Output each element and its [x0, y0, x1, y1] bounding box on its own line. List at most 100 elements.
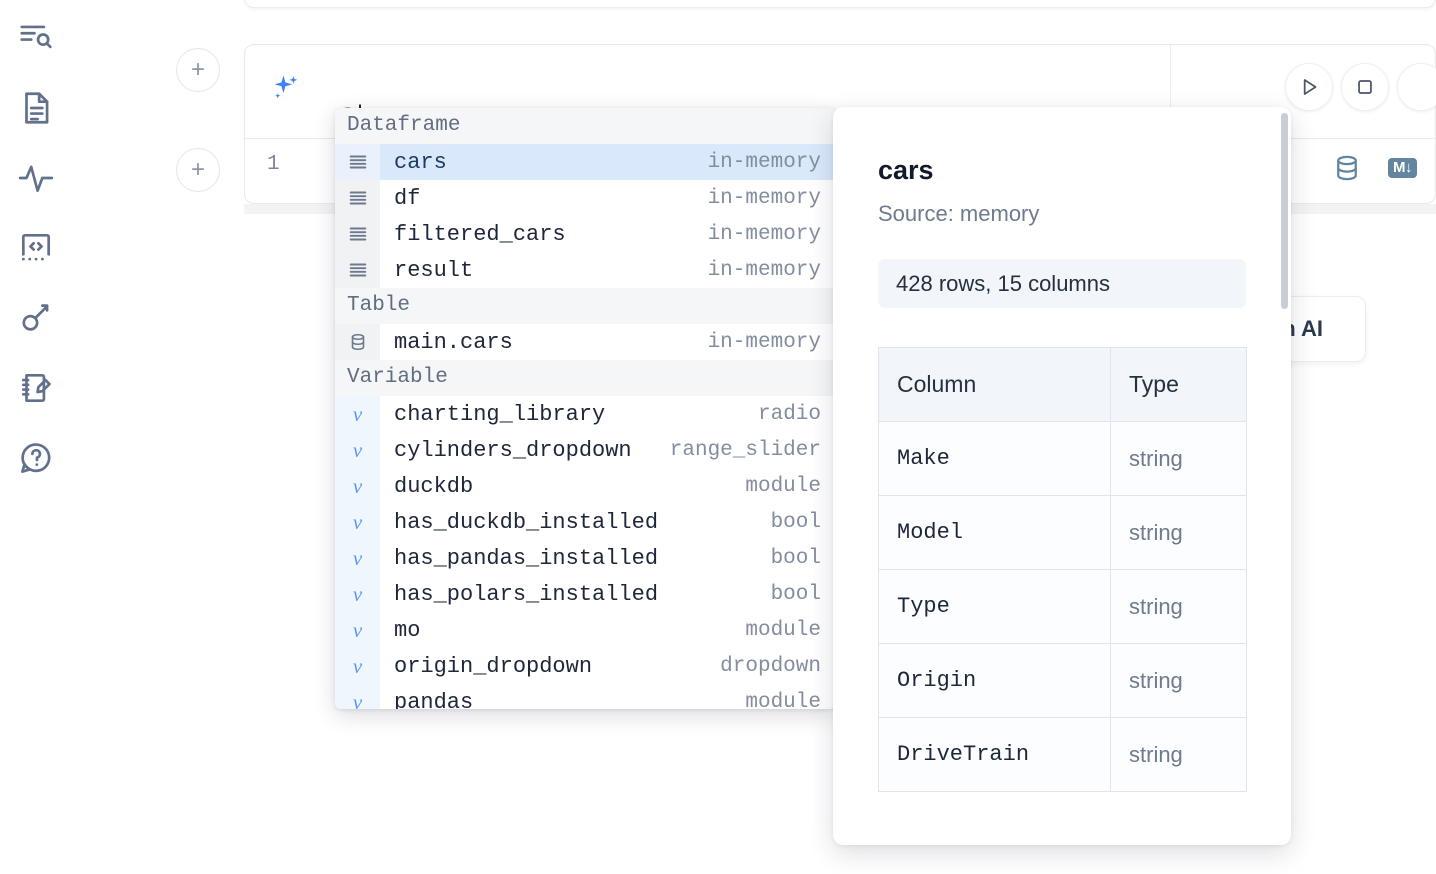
autocomplete-item-kind: range_slider [669, 438, 821, 462]
autocomplete-item-name: has_duckdb_installed [394, 509, 659, 535]
schema-column-type: string [1110, 643, 1247, 718]
autocomplete-item-kind: in-memory [707, 330, 821, 354]
autocomplete-item-name: main.cars [394, 329, 513, 355]
schema-column-name: DriveTrain [878, 717, 1111, 792]
column-header-type: Type [1110, 347, 1247, 422]
autocomplete-item-name: duckdb [394, 473, 474, 499]
explore-outline-icon[interactable] [14, 16, 58, 60]
key-secrets-icon[interactable] [14, 296, 58, 340]
line-number: 1 [267, 153, 280, 176]
preview-row-col-stats: 428 rows, 15 columns [878, 259, 1246, 308]
autocomplete-item-name: df [394, 185, 421, 211]
autocomplete-item-name: filtered_cars [394, 221, 566, 247]
autocomplete-item[interactable]: cars in-memory [335, 144, 835, 180]
sparkle-ai-icon [269, 71, 303, 105]
variable-icon: v [335, 468, 380, 504]
autocomplete-item-kind: bool [770, 582, 821, 606]
variable-icon: v [335, 396, 380, 432]
add-cell-button-top[interactable]: + [176, 48, 220, 92]
variable-icon: v [335, 576, 380, 612]
plus-glyph: + [190, 156, 205, 183]
autocomplete-item[interactable]: v cylinders_dropdown range_slider [335, 432, 835, 468]
schema-column-type: string [1110, 717, 1247, 792]
preview-title: cars [878, 155, 934, 185]
dataframe-icon [335, 144, 380, 180]
variable-icon: v [335, 612, 380, 648]
autocomplete-item[interactable]: df in-memory [335, 180, 835, 216]
more-options-button[interactable] [1397, 63, 1436, 111]
variable-icon: v [335, 540, 380, 576]
autocomplete-dropdown[interactable]: Dataframe cars in-memory df in-memory filtere… [335, 108, 835, 709]
stop-button[interactable] [1341, 63, 1389, 111]
activity-pulse-icon[interactable] [14, 156, 58, 200]
autocomplete-item-name: result [394, 257, 474, 283]
autocomplete-item-name: charting_library [394, 401, 606, 427]
dataframe-icon [335, 252, 380, 288]
autocomplete-item-kind: dropdown [720, 654, 821, 678]
file-document-icon[interactable] [14, 86, 58, 130]
autocomplete-group-header: Variable [335, 360, 835, 396]
autocomplete-item[interactable]: result in-memory [335, 252, 835, 288]
autocomplete-item[interactable]: v has_polars_installed bool [335, 576, 835, 612]
autocomplete-item-kind: in-memory [707, 186, 821, 210]
schema-column-name: Model [878, 495, 1111, 570]
autocomplete-group-header: Dataframe [335, 108, 835, 144]
autocomplete-group-header: Table [335, 288, 835, 324]
schema-column-name: Type [878, 569, 1111, 644]
left-icon-rail [0, 0, 72, 874]
preview-source: Source: memory [878, 201, 1040, 226]
column-header-column: Column [878, 347, 1111, 422]
autocomplete-item-kind: radio [757, 402, 821, 426]
schema-column-type: string [1110, 421, 1247, 496]
dataset-preview-panel: cars Source: memory 428 rows, 15 columns… [833, 107, 1291, 845]
autocomplete-item-name: cars [394, 149, 447, 175]
autocomplete-item-kind: module [745, 690, 821, 710]
variable-icon: v [335, 684, 380, 709]
code-snippets-icon[interactable] [14, 226, 58, 270]
autocomplete-item[interactable]: main.cars in-memory [335, 324, 835, 360]
autocomplete-item-kind: in-memory [707, 150, 821, 174]
dataframe-icon [335, 216, 380, 252]
autocomplete-item-name: mo [394, 617, 421, 643]
schema-column-name: Make [878, 421, 1111, 496]
add-cell-button-bottom[interactable]: + [176, 148, 220, 192]
autocomplete-item-kind: in-memory [707, 258, 821, 282]
scratchpad-edit-icon[interactable] [14, 366, 58, 410]
schema-column-name: Origin [878, 643, 1111, 718]
autocomplete-item-name: origin_dropdown [394, 653, 593, 679]
variable-icon: v [335, 432, 380, 468]
preview-scrollbar[interactable] [1281, 113, 1288, 309]
autocomplete-item-kind: module [745, 618, 821, 642]
schema-column-type: string [1110, 495, 1247, 570]
variable-icon: v [335, 648, 380, 684]
schema-column-type: string [1110, 569, 1247, 644]
autocomplete-item-name: has_pandas_installed [394, 545, 659, 571]
autocomplete-item-name: has_polars_installed [394, 581, 659, 607]
database-icon[interactable] [1332, 153, 1362, 183]
plus-glyph: + [190, 56, 205, 83]
autocomplete-item[interactable]: v has_pandas_installed bool [335, 540, 835, 576]
previous-cell-partial [244, 0, 1436, 8]
autocomplete-item[interactable]: v charting_library radio [335, 396, 835, 432]
autocomplete-item-name: cylinders_dropdown [394, 437, 632, 463]
autocomplete-item[interactable]: v origin_dropdown dropdown [335, 648, 835, 684]
run-button[interactable] [1285, 63, 1333, 111]
help-question-icon[interactable] [14, 436, 58, 480]
autocomplete-item-kind: bool [770, 546, 821, 570]
markdown-icon[interactable]: M↓ [1388, 157, 1417, 179]
cell-tool-icons: M↓ [1332, 153, 1417, 183]
autocomplete-item-kind: module [745, 474, 821, 498]
autocomplete-list[interactable]: Dataframe cars in-memory df in-memory filtere… [335, 108, 835, 709]
